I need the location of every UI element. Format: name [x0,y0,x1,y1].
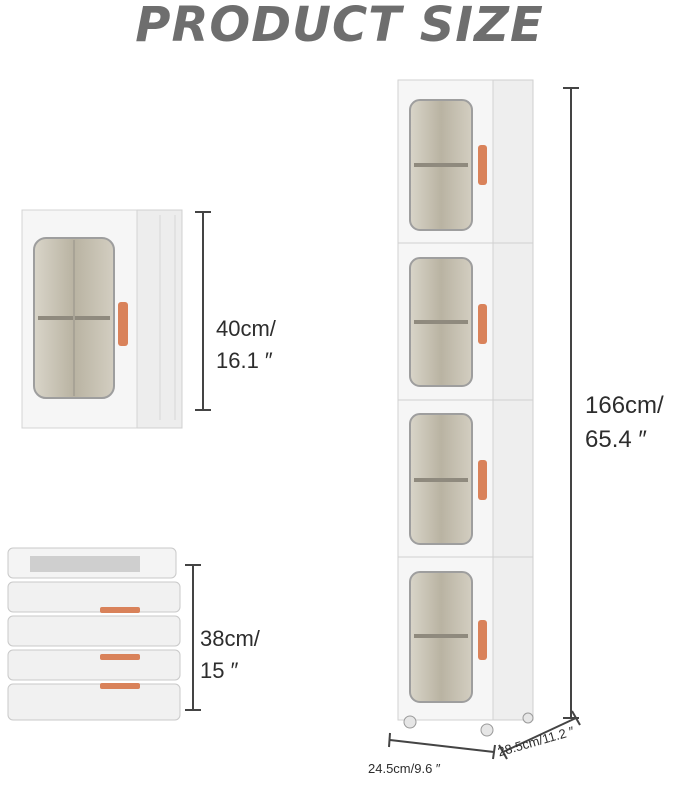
tower-door-4 [409,571,487,703]
single-cabinet-handle [118,302,128,346]
cabinet-tower [397,79,534,737]
folded-height-label: 38cm/ 15 ″ [200,623,260,687]
single-height-in: 16.1 ″ [216,348,273,373]
folded-height-cm: 38cm/ [200,626,260,651]
dimension-lines [185,87,581,760]
single-height-label: 40cm/ 16.1 ″ [216,313,276,377]
tower-door-1 [409,99,487,231]
tower-height-in: 65.4 ″ [585,426,647,453]
tower-height-cm: 166cm/ [585,392,664,419]
tower-door-2 [409,257,487,387]
single-cabinet [21,209,183,429]
single-height-cm: 40cm/ [216,316,276,341]
folded-cabinets [7,547,181,721]
width-label: 24.5cm/9.6 ″ [368,761,441,776]
tower-door-3 [409,413,487,545]
page-title: PRODUCT SIZE [135,0,544,53]
folded-height-in: 15 ″ [200,658,239,683]
tower-height-label: 166cm/ 65.4 ″ [585,389,664,457]
